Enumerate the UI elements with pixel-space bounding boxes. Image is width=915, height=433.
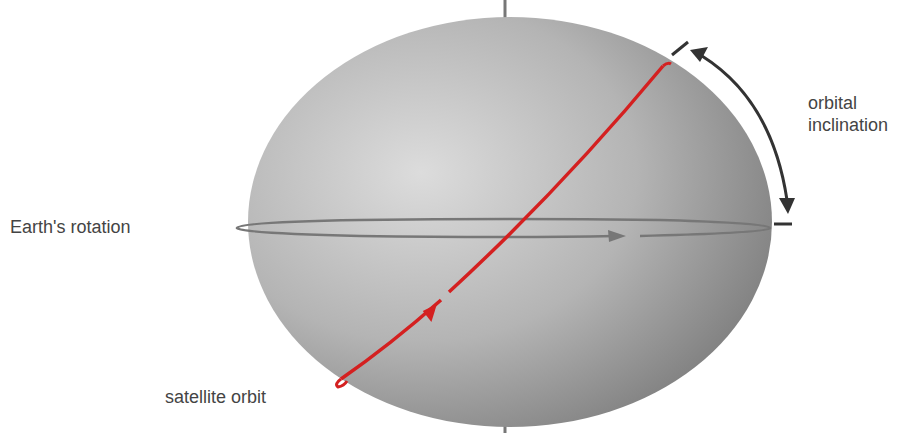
- inclination-label: orbital inclination: [808, 92, 908, 136]
- rotation-arrowhead: [608, 230, 626, 242]
- inclination-arrowhead: [779, 198, 795, 214]
- orbit-arrowhead: [422, 304, 439, 323]
- inclination-arc: [702, 56, 787, 200]
- axis-tick: [504, 0, 507, 20]
- orbit-label: satellite orbit: [165, 386, 266, 408]
- rotation-label: Earth's rotation: [10, 216, 131, 238]
- orbit-end: [337, 379, 347, 387]
- inclination-tick: [774, 223, 792, 226]
- inclination-tick: [672, 42, 688, 55]
- orbit-line: [341, 300, 441, 379]
- inclination-arrowhead: [690, 47, 708, 62]
- orbit-line: [449, 66, 663, 292]
- rotation-ellipse: [237, 219, 770, 237]
- orbit-end: [663, 63, 671, 66]
